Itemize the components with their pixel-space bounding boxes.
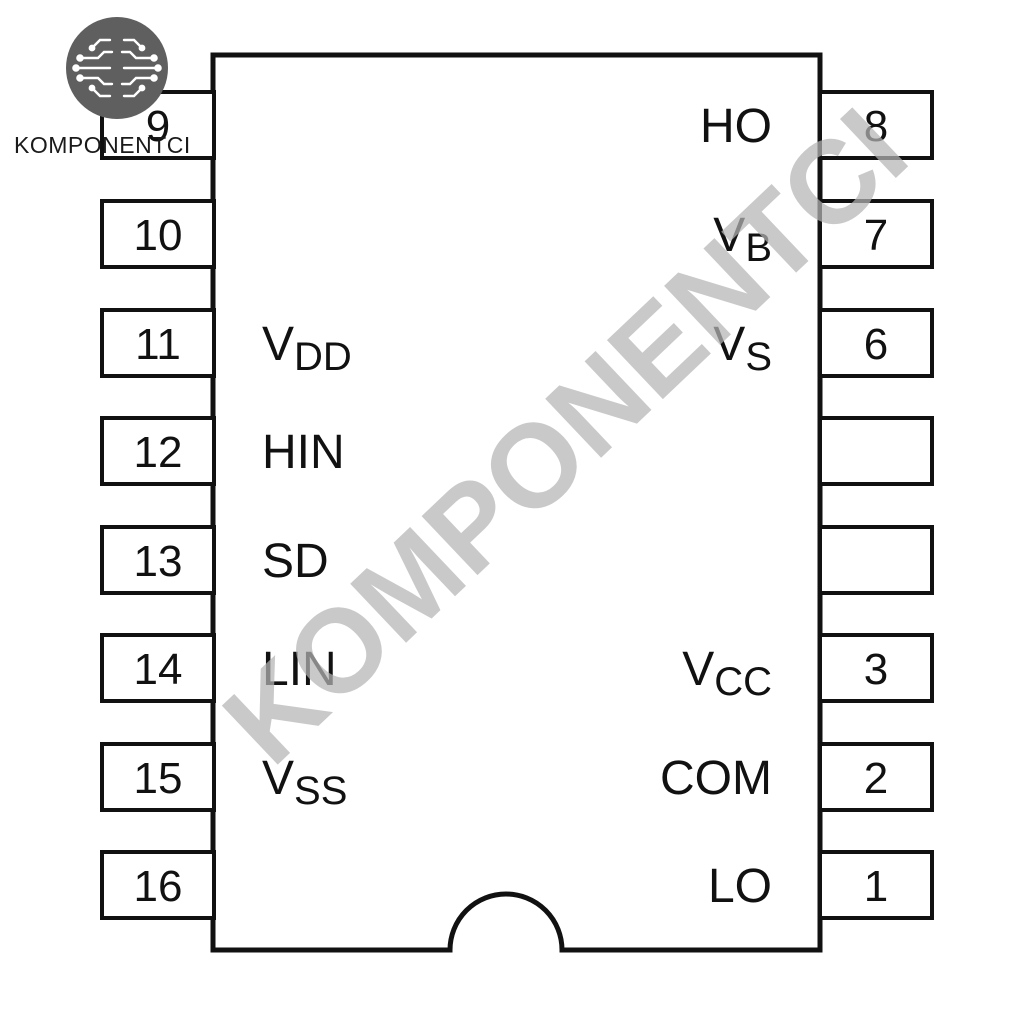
pin-left-1: 10 [100,199,216,269]
pin-number: 15 [134,754,183,803]
pin-number: 6 [864,320,888,369]
pin-right-7: 1 [818,850,934,920]
pin-number: 2 [864,754,888,803]
pin-left-0: 9 [100,90,216,160]
signal-label: LO [708,860,772,913]
signal-label: VCC [682,643,772,704]
pin-box [100,90,216,160]
pin-right-4 [818,525,934,595]
pin-number: 7 [864,211,888,260]
company-logo: KOMPONENTCI [14,17,191,158]
pin-box [818,199,934,269]
pin-number: 16 [134,862,183,911]
pin-box [818,633,934,703]
pin-number: 11 [135,320,181,369]
right-pin-column: 8 7 6 3 2 1 [818,90,934,920]
pin-box [100,416,216,486]
pin-box [100,850,216,920]
logo-circle [66,17,168,119]
pin-right-6: 2 [818,742,934,812]
signal-label: VDD [262,318,352,379]
pin-left-2: 11 [100,308,216,378]
pin-right-0: 8 [818,90,934,160]
circuit-icon [72,38,162,98]
pin-number: 9 [146,102,170,151]
signal-label: HO [700,100,772,153]
pin-number: 1 [864,862,888,911]
pin-number: 13 [134,537,183,586]
pin-box [100,633,216,703]
pin-right-5: 3 [818,633,934,703]
pin-box [818,90,934,160]
pin-box [818,308,934,378]
pin-box [818,742,934,812]
pin-box [818,416,934,486]
pin-box [100,199,216,269]
pin-number: 14 [134,645,183,694]
logo-text: KOMPONENTCI [14,132,191,158]
pin-left-5: 14 [100,633,216,703]
pin-left-3: 12 [100,416,216,486]
pin-box [100,308,216,378]
pin-number: 3 [864,645,888,694]
pin-number: 8 [864,102,888,151]
pin-box [100,525,216,595]
pin-left-6: 15 [100,742,216,812]
signal-label: VS [713,318,772,379]
signal-label: HIN [262,426,345,479]
signal-labels: VDD HIN SD LIN VSS HO VB VS VCC COM LO [262,100,772,913]
pin-box [818,525,934,595]
pin-number: 10 [134,211,183,260]
pin-number: 12 [134,428,183,477]
left-pin-column: 9 10 11 12 13 14 15 16 [100,90,216,920]
pin-box [818,850,934,920]
pin-right-3 [818,416,934,486]
signal-label: VB [713,209,772,270]
pin-box [100,742,216,812]
signal-label: COM [660,752,772,805]
pin-right-1: 7 [818,199,934,269]
pin-right-2: 6 [818,308,934,378]
signal-label: LIN [262,643,337,696]
signal-label: SD [262,535,329,588]
signal-label: VSS [262,752,347,813]
ic-body [210,52,823,953]
pin-left-7: 16 [100,850,216,920]
pin-left-4: 13 [100,525,216,595]
